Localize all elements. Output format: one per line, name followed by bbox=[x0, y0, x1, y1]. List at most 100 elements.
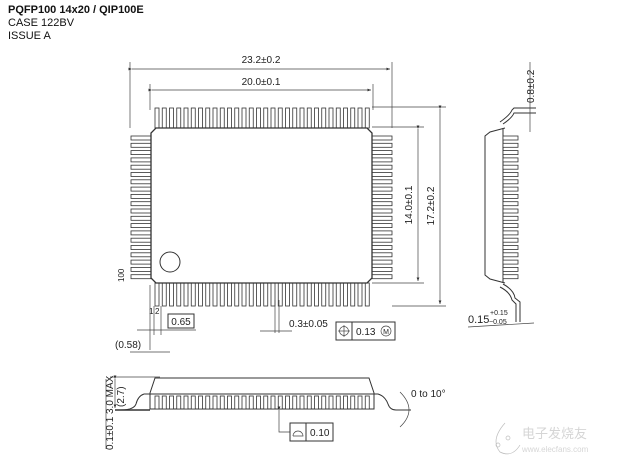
lead bbox=[130, 186, 152, 192]
lead bbox=[502, 201, 519, 207]
top-view: 23.2±0.2 20.0±0.1 14.0±0.1 17.2±0.2 100 … bbox=[115, 55, 446, 353]
lead bbox=[130, 179, 152, 185]
lead bbox=[306, 282, 312, 307]
package-body bbox=[150, 127, 373, 284]
lead bbox=[371, 135, 393, 141]
lead bbox=[371, 208, 393, 214]
lead bbox=[176, 107, 182, 129]
lead bbox=[212, 282, 218, 307]
side-body bbox=[484, 127, 506, 284]
lead bbox=[502, 150, 519, 156]
pin-1-label: 1 bbox=[149, 307, 154, 316]
lead bbox=[371, 245, 393, 250]
lead bbox=[248, 282, 254, 307]
lead bbox=[190, 395, 196, 410]
lead bbox=[130, 215, 152, 221]
lead bbox=[169, 282, 174, 307]
lead bbox=[364, 107, 370, 129]
lead bbox=[502, 215, 519, 221]
lead bbox=[357, 107, 363, 129]
foot-length: 0.8±0.2 bbox=[526, 69, 537, 103]
lead bbox=[502, 259, 519, 265]
lead bbox=[335, 282, 341, 307]
mmc-modifier: M bbox=[383, 329, 389, 336]
lead bbox=[306, 395, 312, 410]
lead bbox=[130, 135, 152, 141]
lead bbox=[343, 282, 348, 307]
lead bbox=[299, 282, 305, 307]
lead bbox=[234, 107, 240, 129]
lead bbox=[364, 282, 370, 307]
profile-surface-icon bbox=[292, 430, 304, 437]
lead bbox=[277, 107, 283, 129]
standoff: 0.1±0.1 bbox=[105, 416, 116, 450]
lead bbox=[328, 107, 334, 129]
lead bbox=[130, 223, 152, 229]
lead bbox=[343, 395, 348, 410]
lead bbox=[343, 107, 348, 129]
lead bbox=[234, 395, 240, 410]
lead bbox=[169, 107, 174, 129]
dim-body-height: 14.0±0.1 bbox=[404, 185, 415, 224]
lead bbox=[502, 237, 519, 243]
lead bbox=[241, 395, 247, 410]
lead bbox=[198, 282, 203, 307]
lead bbox=[161, 395, 167, 410]
watermark-url: www.elecfans.com bbox=[521, 445, 589, 454]
lead bbox=[176, 395, 182, 410]
lead bbox=[328, 282, 334, 307]
lead bbox=[335, 395, 341, 410]
lead bbox=[292, 107, 298, 129]
lead bbox=[371, 193, 393, 199]
lead bbox=[205, 107, 211, 129]
watermark-logo: 电子发烧友 www.elecfans.com bbox=[495, 422, 589, 455]
lead bbox=[371, 157, 393, 163]
lead-thickness: 0.15 bbox=[468, 314, 489, 326]
lead bbox=[183, 282, 189, 307]
pin-2-label: 2 bbox=[155, 307, 160, 316]
lead bbox=[205, 282, 211, 307]
lead-angle: 0 to 10° bbox=[411, 389, 446, 400]
lead bbox=[198, 395, 203, 410]
lead bbox=[256, 395, 261, 410]
lead bbox=[335, 107, 341, 129]
leads-right bbox=[371, 135, 393, 280]
lead bbox=[357, 282, 363, 307]
lead bbox=[502, 193, 519, 199]
position-tolerance: 0.13 bbox=[356, 327, 376, 338]
lead bbox=[227, 395, 232, 410]
lead bbox=[154, 107, 160, 129]
lead bbox=[314, 107, 319, 129]
lead bbox=[502, 164, 519, 170]
lead bbox=[219, 282, 225, 307]
lead bbox=[502, 179, 519, 185]
dim-overall-width: 23.2±0.2 bbox=[242, 55, 281, 66]
lead bbox=[161, 107, 167, 129]
lead bbox=[321, 107, 327, 129]
lead bbox=[502, 172, 519, 177]
lead bbox=[248, 395, 254, 410]
lead bbox=[502, 252, 519, 258]
lead bbox=[502, 208, 519, 214]
lead bbox=[285, 282, 290, 307]
lead bbox=[130, 150, 152, 156]
issue-label: ISSUE A bbox=[8, 30, 51, 42]
lead bbox=[212, 395, 218, 410]
lead bbox=[371, 223, 393, 229]
leads-bottom bbox=[154, 282, 370, 307]
lead bbox=[263, 107, 269, 129]
lead bbox=[212, 107, 218, 129]
lead bbox=[350, 395, 356, 410]
lead bbox=[371, 215, 393, 221]
lead bbox=[285, 107, 290, 129]
coplanarity-frame: 0.10 bbox=[289, 422, 334, 442]
lead bbox=[270, 282, 276, 307]
lead bbox=[371, 237, 393, 243]
lead bbox=[321, 282, 327, 307]
lead bbox=[321, 395, 327, 410]
lead bbox=[130, 274, 152, 280]
lead bbox=[130, 142, 152, 148]
lead bbox=[314, 395, 319, 410]
corner-offset: (0.58) bbox=[115, 340, 141, 351]
lead bbox=[256, 107, 261, 129]
